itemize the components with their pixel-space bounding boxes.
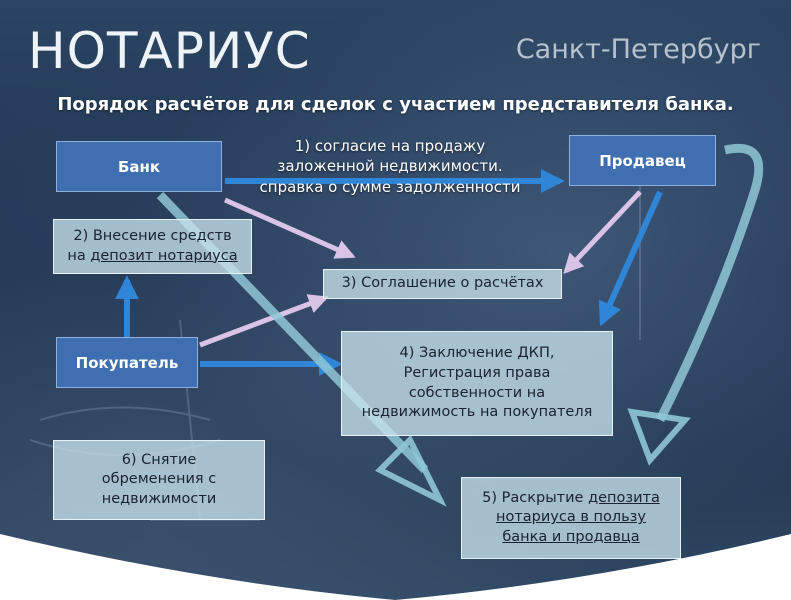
step3-box: 3) Соглашение о расчётах xyxy=(323,269,562,299)
page-title: Порядок расчётов для сделок с участием п… xyxy=(57,94,734,115)
step4-box: 4) Заключение ДКП, Регистрация права соб… xyxy=(341,331,613,436)
step2-box: 2) Внесение средств на депозит нотариуса xyxy=(53,219,252,274)
step6-line2: обременения с xyxy=(101,471,217,488)
step6-box: 6) Снятие обременения с недвижимости xyxy=(53,440,265,520)
arrow-seller-contract xyxy=(598,190,663,327)
node-seller: Продавец xyxy=(569,135,716,186)
step6-line3: недвижимости xyxy=(101,490,217,507)
step2-line1: 2) Внесение средств xyxy=(73,227,232,244)
node-buyer-label: Покупатель xyxy=(75,353,179,372)
step5-line2: нотариуса в пользу xyxy=(496,509,646,526)
arrowhead-seller-disclosure xyxy=(627,408,691,466)
step2-line2: на депозит нотариуса xyxy=(67,247,237,267)
step4-line1: 4) Заключение ДКП, xyxy=(399,345,555,362)
step5-deposit-link: депозита xyxy=(588,489,660,506)
step5-line1: 5) Раскрытие депозита xyxy=(482,489,660,509)
arrow-bank-agreement xyxy=(223,197,356,259)
step4-line4: недвижимость на покупателя xyxy=(361,404,593,421)
arrowhead-bank-disclosure xyxy=(374,434,447,507)
step5-line3: банка и продавца xyxy=(502,528,640,545)
node-bank: Банк xyxy=(56,141,222,192)
step1-note: 1) согласие на продажу заложенной недвиж… xyxy=(240,136,540,197)
bottom-wedge xyxy=(0,534,791,600)
city-name: Санкт-Петербург xyxy=(515,34,761,65)
step1-line1: 1) согласие на продажу xyxy=(294,137,486,155)
step1-line3: справка о сумме задолженности xyxy=(259,177,521,196)
arrow-buyer-agreement xyxy=(199,294,329,348)
step5-prefix: 5) Раскрытие xyxy=(482,489,589,506)
step1-line2: заложенной недвижимости. xyxy=(277,157,503,176)
arrow-seller-agreement xyxy=(563,190,642,274)
node-seller-label: Продавец xyxy=(599,151,686,170)
node-bank-label: Банк xyxy=(117,157,161,176)
step4-line3: собственности на xyxy=(408,384,546,401)
step2-prefix: на xyxy=(67,247,91,264)
brand-logo-text: НОТАРИУС xyxy=(28,22,311,80)
step3-text: 3) Соглашение о расчётах xyxy=(341,275,544,292)
arrow-seller-disclosure xyxy=(655,143,764,423)
step5-box: 5) Раскрытие депозита нотариуса в пользу… xyxy=(461,477,681,559)
node-buyer: Покупатель xyxy=(56,337,198,388)
step2-deposit-link: депозит нотариуса xyxy=(90,247,238,264)
step4-line2: Регистрация права xyxy=(403,364,551,381)
step6-line1: 6) Снятие xyxy=(121,451,197,468)
